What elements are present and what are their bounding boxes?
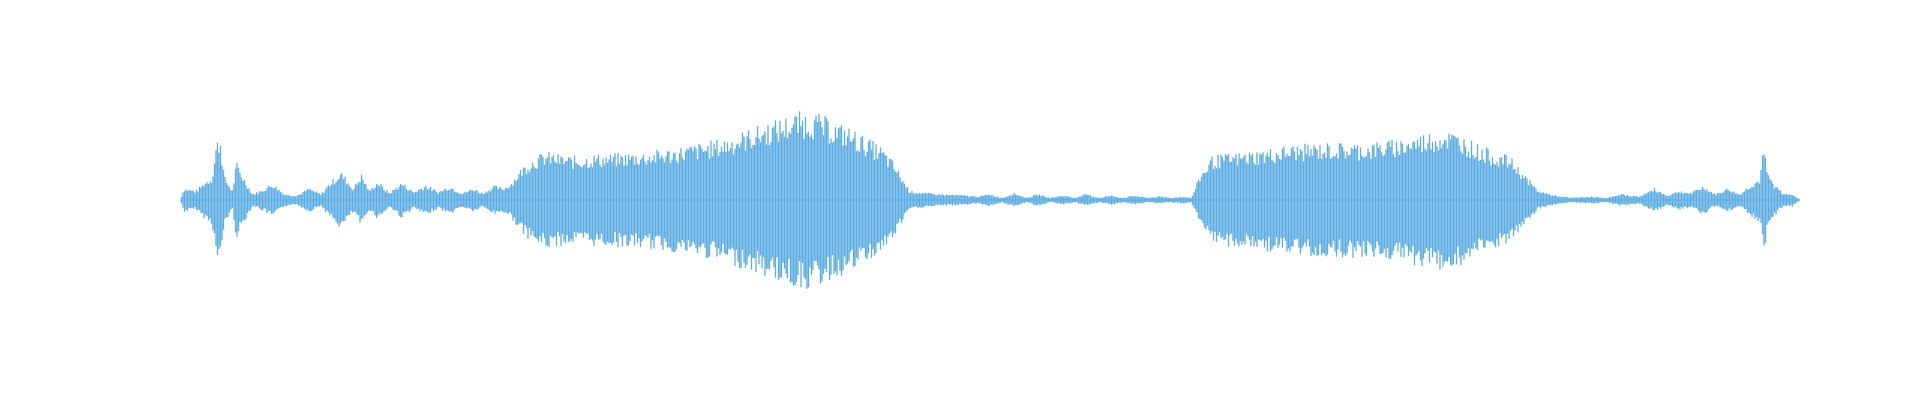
waveform-lines	[180, 111, 1800, 289]
